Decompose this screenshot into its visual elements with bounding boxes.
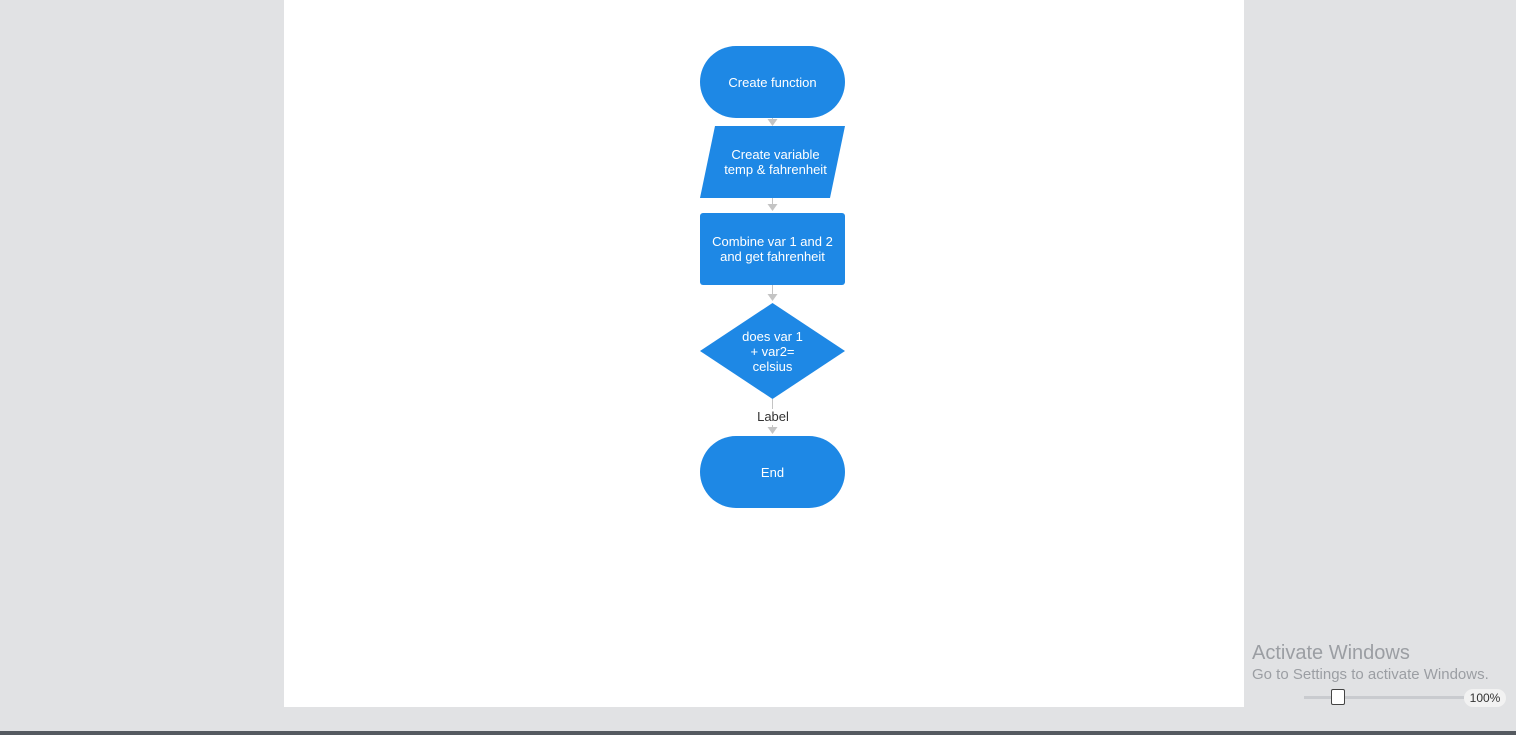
connector-create-function-to-create-variable[interactable]	[767, 118, 778, 126]
canvas-page[interactable]: Create function Create variable temp & f…	[284, 0, 1244, 707]
connectors-layer	[700, 118, 845, 434]
zoom-slider-track[interactable]	[1304, 696, 1464, 699]
zoom-slider-thumb[interactable]	[1331, 689, 1345, 705]
watermark-title: Activate Windows	[1252, 642, 1410, 664]
node-create-function[interactable]: Create function	[700, 46, 845, 118]
node-create-variable-label: Create variable temp & fahrenheit	[724, 147, 827, 177]
decision-shape[interactable]	[700, 303, 845, 399]
node-end[interactable]: End	[700, 436, 845, 508]
node-decision-label: does var 1 + var2= celsius	[742, 328, 803, 374]
node-decision[interactable]: does var 1 + var2= celsius	[700, 303, 845, 399]
watermark-subtitle: Go to Settings to activate Windows.	[1252, 666, 1489, 683]
node-combine[interactable]: Combine var 1 and 2 and get fahrenheit	[700, 213, 845, 285]
create-variable-shape[interactable]	[700, 126, 845, 198]
node-create-function-label: Create function	[728, 74, 817, 90]
connector-combine-to-decision[interactable]	[767, 285, 778, 301]
connector-label[interactable]: Label	[753, 409, 793, 425]
activation-watermark: Activate Windows Go to Settings to activ…	[1252, 642, 1489, 684]
taskbar-edge	[0, 731, 1516, 735]
node-end-label: End	[760, 464, 785, 480]
connector-create-variable-to-combine[interactable]	[767, 198, 778, 211]
node-create-variable[interactable]: Create variable temp & fahrenheit	[700, 126, 845, 198]
zoom-level-label: 100%	[1464, 689, 1506, 707]
node-combine-label: Combine var 1 and 2 and get fahrenheit	[712, 234, 833, 264]
